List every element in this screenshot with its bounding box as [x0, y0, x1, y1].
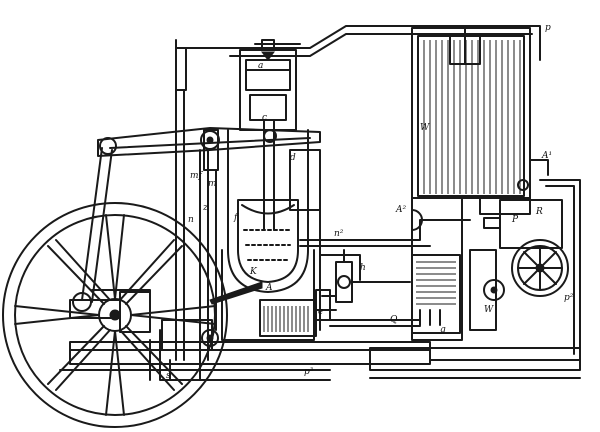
label-p: p: [545, 23, 551, 33]
label-p2: p²: [564, 293, 574, 303]
label-g: g: [440, 325, 446, 335]
label-e: e: [318, 307, 323, 317]
label-f: f: [233, 213, 239, 223]
pump-wheel: [469, 199, 569, 331]
left-post: [161, 319, 219, 381]
label-n2: n²: [334, 229, 344, 239]
label-W-top: W: [420, 123, 430, 133]
flywheel: [2, 202, 228, 428]
lower-condenser-tubes: [416, 261, 456, 305]
label-c: c: [262, 113, 267, 123]
firebox: [209, 281, 317, 337]
label-h: h: [360, 263, 366, 273]
connecting-rod: [69, 137, 151, 333]
label-A2: A²: [395, 205, 406, 215]
label-P: P: [511, 215, 519, 225]
flywheel-spokes: [14, 214, 216, 416]
lower-condenser: [411, 254, 461, 334]
label-p3: p³: [304, 367, 314, 377]
label-A1: A¹: [541, 151, 552, 161]
tall-condenser: [411, 27, 531, 341]
central-vessel: [215, 129, 321, 341]
label-n: n: [188, 215, 194, 225]
label-W-bottom: W: [484, 305, 494, 315]
label-mf: mf: [190, 171, 204, 181]
label-z: z: [202, 203, 208, 213]
side-valves: [411, 159, 549, 231]
frame-columns: [175, 47, 231, 361]
pipework: [159, 25, 581, 381]
label-R: R: [535, 207, 543, 217]
engine-bed: [59, 339, 581, 381]
label-s: s: [166, 371, 171, 381]
diagram-labels: W W R A Q P K m p a c d f h A² A¹ n n² p…: [166, 23, 574, 381]
valve-assembly: [315, 249, 411, 321]
label-A: A: [265, 283, 273, 293]
label-m: m: [208, 179, 217, 189]
label-d: d: [290, 153, 296, 163]
label-K: K: [249, 267, 258, 277]
label-a: a: [258, 61, 263, 71]
firebox-hatching: [263, 306, 309, 332]
upper-cylinder: [239, 39, 301, 231]
condenser-tubes: [423, 40, 521, 194]
label-Q: Q: [390, 315, 398, 325]
